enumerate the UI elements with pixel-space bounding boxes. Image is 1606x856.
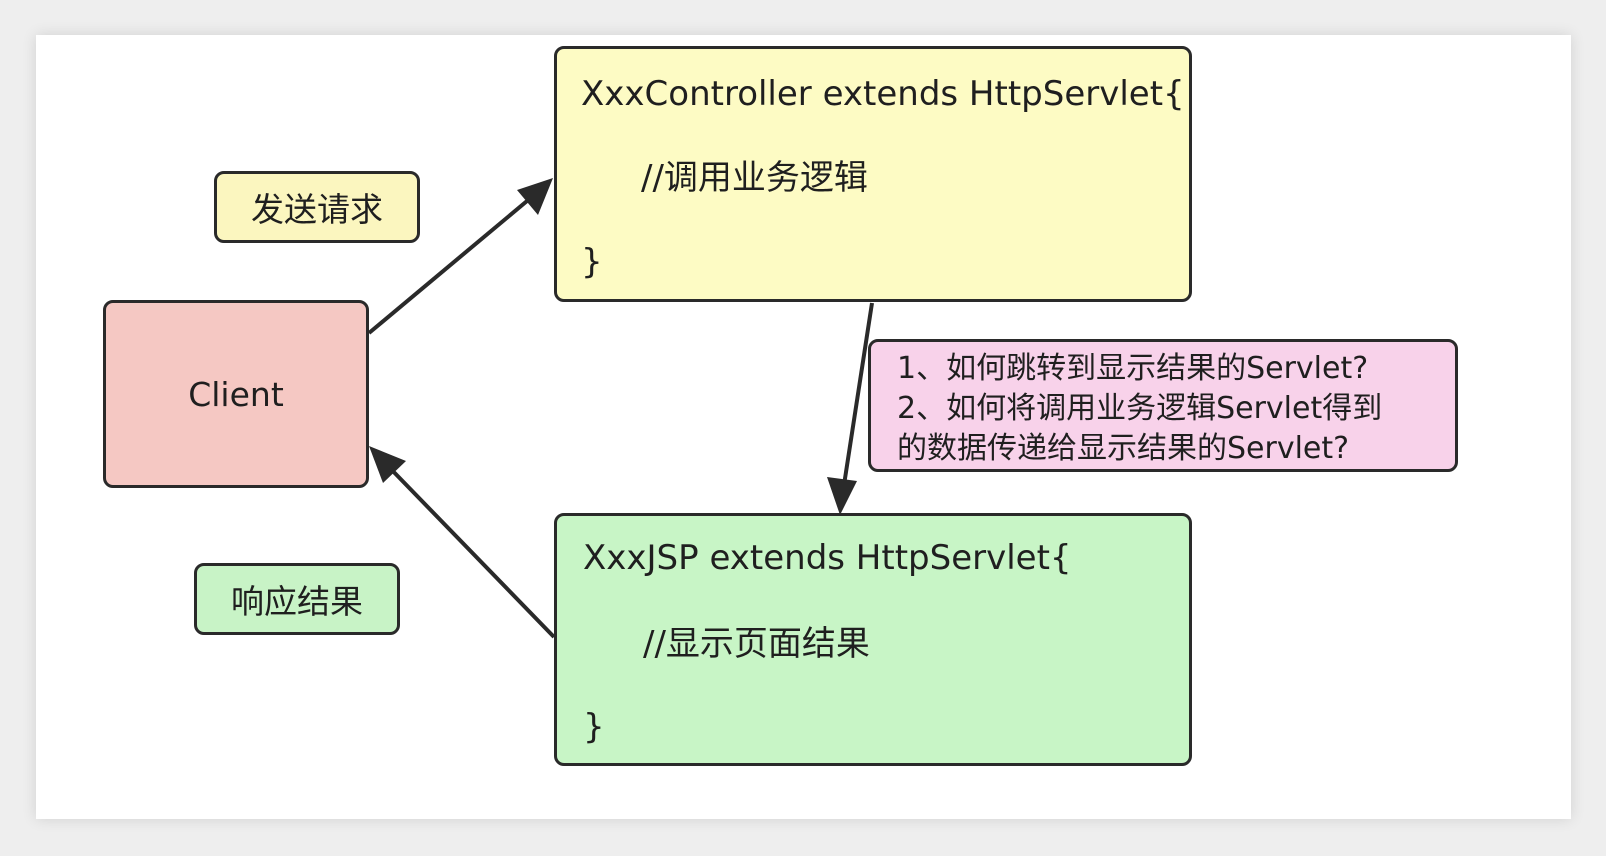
jsp-node: XxxJSP extends HttpServlet{ //显示页面结果 } bbox=[554, 513, 1192, 766]
controller-node: XxxController extends HttpServlet{ //调用业… bbox=[554, 46, 1192, 302]
response-result-label: 响应结果 bbox=[194, 563, 400, 635]
note-line-3: 的数据传递给显示结果的Servlet? bbox=[897, 431, 1350, 466]
send-request-label: 发送请求 bbox=[214, 171, 420, 243]
response-arrow-line bbox=[384, 462, 556, 639]
forward-arrow-line bbox=[842, 302, 874, 486]
jsp-line-3: } bbox=[583, 707, 605, 747]
forward-arrowhead bbox=[827, 477, 857, 515]
client-label: Client bbox=[188, 374, 284, 414]
client-node: Client bbox=[103, 300, 369, 488]
controller-line-2: //调用业务逻辑 bbox=[641, 158, 868, 198]
response-result-text: 响应结果 bbox=[231, 582, 363, 621]
request-arrowhead bbox=[517, 178, 553, 215]
question-note: 1、如何跳转到显示结果的Servlet? 2、如何将调用业务逻辑Servlet得… bbox=[868, 339, 1458, 472]
send-request-text: 发送请求 bbox=[251, 190, 383, 229]
note-line-1: 1、如何跳转到显示结果的Servlet? bbox=[897, 351, 1369, 386]
jsp-line-1: XxxJSP extends HttpServlet{ bbox=[583, 538, 1072, 578]
controller-line-3: } bbox=[581, 242, 603, 282]
controller-line-1: XxxController extends HttpServlet{ bbox=[581, 74, 1185, 114]
jsp-line-2: //显示页面结果 bbox=[643, 624, 870, 664]
response-arrowhead bbox=[369, 446, 406, 483]
request-arrow-line bbox=[367, 194, 535, 335]
note-line-2: 2、如何将调用业务逻辑Servlet得到 bbox=[897, 391, 1383, 426]
